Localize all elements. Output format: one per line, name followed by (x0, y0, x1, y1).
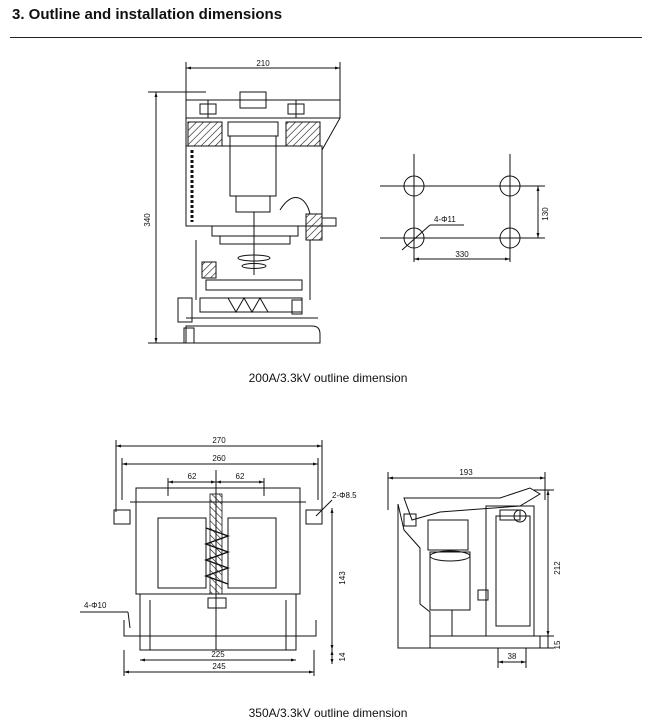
dim-label-38: 38 (508, 652, 517, 661)
dim-label-62-left: 62 (188, 472, 197, 481)
dim-label-340: 340 (143, 213, 152, 227)
drawing-200a-front (148, 62, 341, 344)
drawing-350a-front (80, 440, 334, 676)
dim-label-62-right: 62 (236, 472, 245, 481)
dim-label-130: 130 (541, 207, 550, 221)
drawing-350a-front-labels: 270 260 62 62 2-Φ8.5 143 4-Φ10 225 245 1… (84, 436, 357, 671)
caption-350a: 350A/3.3kV outline dimension (248, 706, 408, 720)
dim-label-212: 212 (553, 561, 562, 575)
dim-label-260: 260 (212, 454, 226, 463)
dim-label-330: 330 (455, 250, 469, 259)
section-heading: 3. Outline and installation dimensions (12, 6, 283, 23)
drawing-200a-dim-labels: 210 340 (143, 59, 270, 227)
dim-label-15: 15 (553, 640, 562, 649)
dim-label-143: 143 (338, 571, 347, 585)
dim-label-245: 245 (212, 662, 226, 671)
dim-label-14: 14 (338, 652, 347, 661)
dim-label-193: 193 (459, 468, 473, 477)
heading-divider (10, 37, 642, 38)
dim-label-270: 270 (212, 436, 226, 445)
drawing-200a-mounting (380, 154, 545, 262)
hole-spec-label: 4-Φ11 (434, 215, 456, 224)
dim-label-holes-base: 4-Φ10 (84, 601, 107, 610)
dim-label-210: 210 (256, 59, 270, 68)
drawing-350a-side-labels: 193 212 15 38 (459, 468, 562, 661)
caption-200a: 200A/3.3kV outline dimension (248, 371, 408, 385)
dim-label-225: 225 (211, 650, 225, 659)
drawing-200a-mounting-labels: 130 330 4-Φ11 (434, 207, 550, 259)
drawing-350a-side (387, 472, 554, 668)
dim-label-slot: 2-Φ8.5 (332, 491, 357, 500)
